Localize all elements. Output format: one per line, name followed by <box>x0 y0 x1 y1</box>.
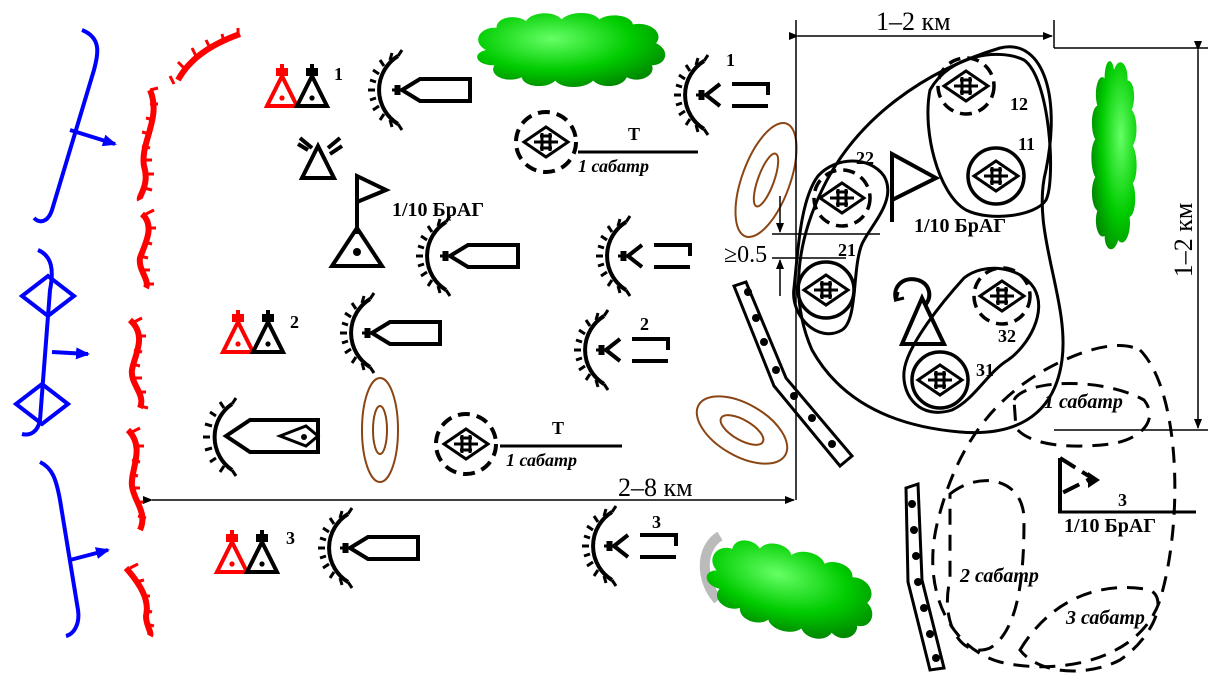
forest-bottom <box>698 528 884 653</box>
battery-zone-3 <box>902 266 1041 414</box>
dimension-lines <box>143 20 1208 504</box>
zone-label-3: 3 сабатр <box>1065 607 1145 629</box>
firing-position-2a <box>414 214 520 298</box>
battery-11: 11 <box>966 134 1035 206</box>
position-number-2: 2 <box>640 314 649 334</box>
own-attack-arrow-3 <box>69 547 110 562</box>
own-command-post-1 <box>18 273 78 319</box>
zone-label-2: 2 сабатр <box>959 565 1039 587</box>
road-center <box>732 280 855 469</box>
firing-position-4a <box>203 397 321 477</box>
firing-position-5a <box>316 506 420 590</box>
own-attack-arrow-1 <box>69 128 117 147</box>
dim-top-width: 1–2 км <box>876 7 951 36</box>
firing-position-3a <box>338 291 442 375</box>
group-number-1: 1 <box>334 64 343 84</box>
radar-post <box>893 277 948 346</box>
dashed-zones <box>931 344 1177 673</box>
forest-right <box>1091 61 1137 250</box>
group-number-2: 2 <box>290 312 299 332</box>
battery-22: 22 <box>812 148 874 228</box>
battery-mid-group: Т 1 сабатр <box>434 412 622 476</box>
command-post-left: 1/10 БрАГ <box>328 172 484 268</box>
battery-number-31: 31 <box>976 360 994 380</box>
road-bottom <box>904 481 946 672</box>
artillery-group-2: 2 <box>221 308 299 354</box>
enemy-front-line <box>123 28 242 638</box>
observation-post <box>296 136 344 180</box>
battery-number-32: 32 <box>998 326 1016 346</box>
fraction-mid-num: Т <box>552 418 564 438</box>
flag-label-right: 1/10 БрАГ <box>914 215 1006 237</box>
terrain-hills <box>361 122 798 483</box>
fraction-mid-den: 1 сабатр <box>506 450 577 470</box>
battery-number-22: 22 <box>856 148 874 168</box>
battery-12: 12 <box>936 56 1028 116</box>
battery-number-21: 21 <box>838 240 856 260</box>
battery-top-group: Т 1 сабатр <box>514 110 698 176</box>
firing-position-5b: 3 <box>580 504 678 588</box>
battery-number-11: 11 <box>1018 134 1035 154</box>
division-area <box>792 45 1065 435</box>
command-post-right: 1/10 БрАГ <box>890 150 1006 237</box>
flag-bottom-number: 3 <box>1118 490 1127 510</box>
position-number-1: 1 <box>726 50 735 70</box>
own-front-line-1 <box>32 28 100 224</box>
dim-front-depth: 2–8 км <box>618 473 693 502</box>
own-front-line-3 <box>39 460 81 638</box>
dim-min-gap: ≥0.5 <box>724 242 767 268</box>
fraction-top-num: Т <box>628 124 640 144</box>
own-front-line-2 <box>21 248 54 437</box>
artillery-group-1: 1 <box>265 62 343 108</box>
dim-right-height: 1–2 км <box>1169 203 1198 278</box>
flag-label-left: 1/10 БрАГ <box>392 199 484 221</box>
flag-bottom-unit: 1/10 БрАГ <box>1064 515 1156 537</box>
own-forces-front <box>12 28 117 638</box>
battery-21: 21 <box>796 240 856 320</box>
own-command-post-2 <box>12 381 72 427</box>
battery-zone-1 <box>926 52 1053 218</box>
battery-number-12: 12 <box>1010 94 1028 114</box>
battery-32: 32 <box>972 266 1032 346</box>
fraction-top-den: 1 сабатр <box>578 156 649 176</box>
firing-position-1a <box>366 48 472 132</box>
battery-31: 31 <box>910 350 994 410</box>
firing-position-3b: 2 <box>572 308 670 392</box>
zone-label-1: 1 сабатр <box>1044 391 1123 413</box>
artillery-group-3: 3 <box>215 528 295 574</box>
firing-position-1b: 1 <box>672 50 770 137</box>
firing-position-2b <box>594 214 692 298</box>
own-attack-arrow-2 <box>51 347 90 360</box>
forest-top <box>477 13 666 87</box>
position-number-3: 3 <box>652 512 661 532</box>
command-post-bottom: 3 1/10 БрАГ <box>1058 456 1196 537</box>
group-number-3: 3 <box>286 528 295 548</box>
